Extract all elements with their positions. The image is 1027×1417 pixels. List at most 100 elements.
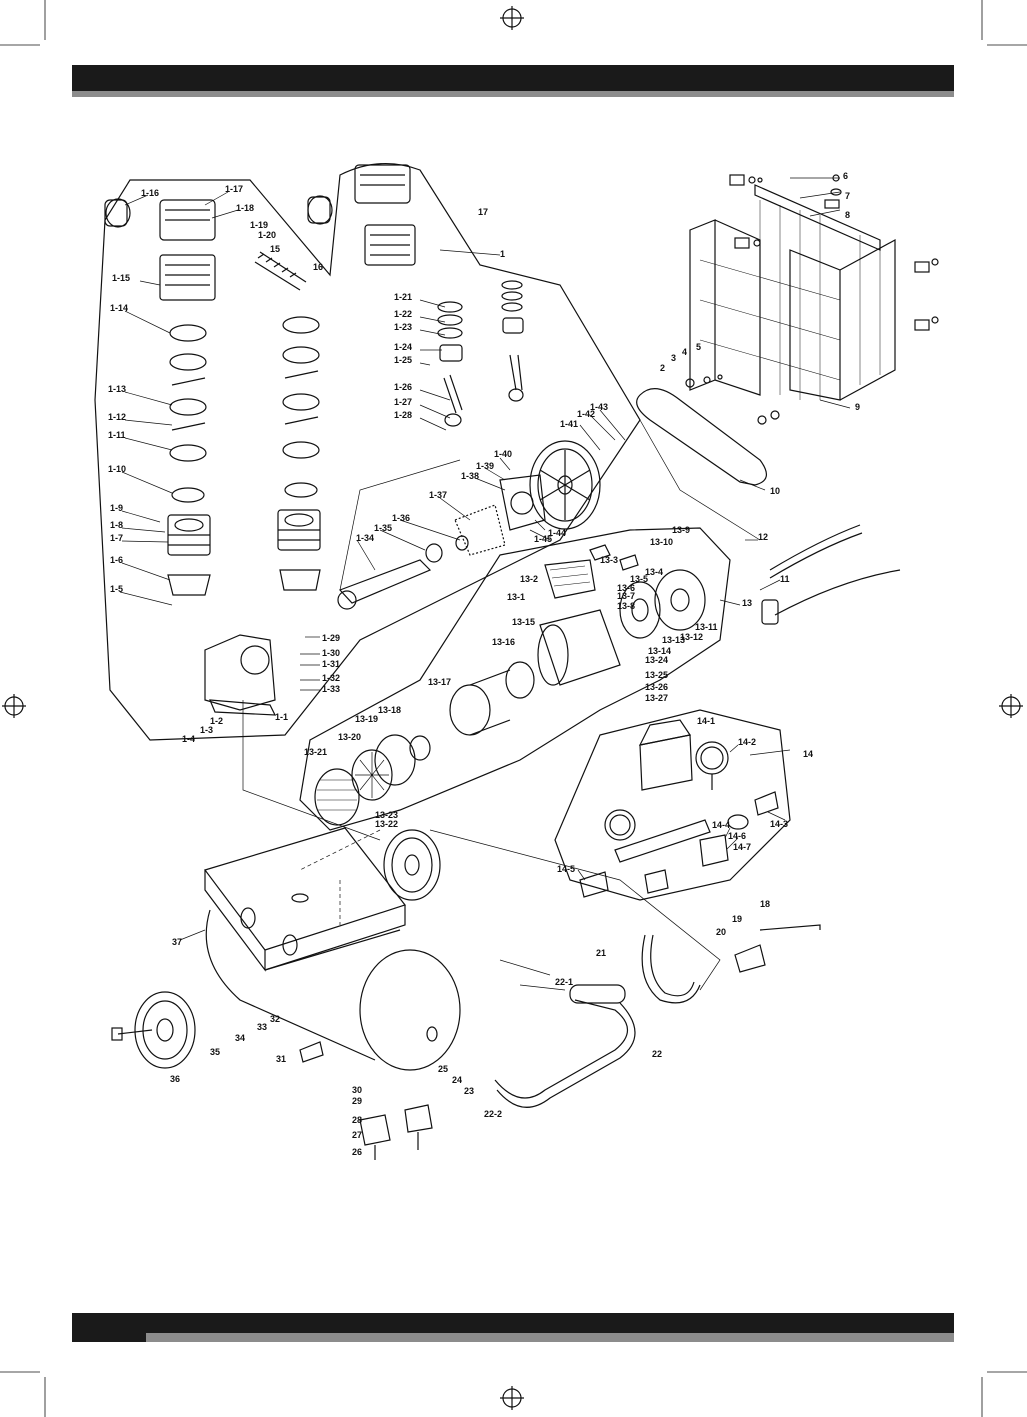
- callout-1-31: 1-31: [322, 659, 340, 669]
- registration-mark-top: [500, 6, 524, 30]
- callout-15: 15: [270, 244, 280, 254]
- callout-36: 36: [170, 1074, 180, 1084]
- callout-13-8: 13-8: [617, 601, 635, 611]
- callout-26: 26: [352, 1147, 362, 1157]
- handle: [494, 984, 636, 1108]
- crankcase: [204, 634, 276, 716]
- pressure-switch: [638, 719, 693, 791]
- callout-13-13: 13-13: [662, 635, 685, 645]
- callout-13-1: 13-1: [507, 592, 525, 602]
- callout-1-32: 1-32: [322, 673, 340, 683]
- callout-1-18: 1-18: [236, 203, 254, 213]
- callout-1-13: 1-13: [108, 384, 126, 394]
- callout-1-36: 1-36: [392, 513, 410, 523]
- callout-22-2: 22-2: [484, 1109, 502, 1119]
- header-bar-shadow: [72, 91, 954, 97]
- callout-13-22: 13-22: [375, 819, 398, 829]
- callout-1-14: 1-14: [110, 303, 128, 313]
- motor-stator: [537, 609, 621, 686]
- callout-20: 20: [716, 927, 726, 937]
- motor-fan: [351, 749, 393, 801]
- callout-14-3: 14-3: [770, 819, 788, 829]
- callout-13-21: 13-21: [304, 747, 327, 757]
- callout-14-5: 14-5: [557, 864, 575, 874]
- motor-group-outline: [299, 527, 731, 831]
- callout-13-23: 13-23: [375, 810, 398, 820]
- callout-30: 30: [352, 1085, 362, 1095]
- axle-bolt: [111, 1027, 153, 1041]
- feet: [359, 1104, 433, 1160]
- callout-13-27: 13-27: [645, 693, 668, 703]
- callout-10: 10: [770, 486, 780, 496]
- callout-1-26: 1-26: [394, 382, 412, 392]
- callout-28: 28: [352, 1115, 362, 1125]
- wheel-left: [134, 991, 196, 1069]
- callout-1-23: 1-23: [394, 322, 412, 332]
- callout-1-38: 1-38: [461, 471, 479, 481]
- callout-13-10: 13-10: [650, 537, 673, 547]
- callout-1-15: 1-15: [112, 273, 130, 283]
- tank-platform: [204, 827, 407, 972]
- callout-1-29: 1-29: [322, 633, 340, 643]
- manifold: [614, 814, 749, 867]
- callout-1-5: 1-5: [110, 584, 123, 594]
- callout-1-24: 1-24: [394, 342, 412, 352]
- registration-mark-right: [999, 694, 1023, 718]
- callout-14-4: 14-4: [712, 820, 730, 830]
- callout-1-33: 1-33: [322, 684, 340, 694]
- callout-14-6: 14-6: [728, 831, 746, 841]
- motor-end-cover: [374, 734, 431, 786]
- cylinder-left: [167, 514, 211, 596]
- callout-1-19: 1-19: [250, 220, 268, 230]
- callout-1-43: 1-43: [590, 402, 608, 412]
- valve-plates-right: [282, 316, 320, 498]
- callout-32: 32: [270, 1014, 280, 1024]
- callout-33: 33: [257, 1022, 267, 1032]
- callout-14-7: 14-7: [733, 842, 751, 852]
- callout-1-45: 1-45: [534, 534, 552, 544]
- outlet-hose: [641, 934, 701, 1004]
- callout-1-39: 1-39: [476, 461, 494, 471]
- callout-13-20: 13-20: [338, 732, 361, 742]
- registration-mark-bottom: [500, 1386, 524, 1410]
- callout-1-8: 1-8: [110, 520, 123, 530]
- callout-13-3: 13-3: [600, 555, 618, 565]
- drive-belt: [636, 388, 767, 486]
- capacitors: [589, 544, 639, 571]
- pressure-group-outline: [554, 709, 791, 901]
- callout-13-14: 13-14: [648, 646, 671, 656]
- callout-24: 24: [452, 1075, 462, 1085]
- callout-18: 18: [760, 899, 770, 909]
- footer-bar: [72, 1313, 954, 1333]
- cylinder-head-left: [159, 199, 216, 301]
- callout-23: 23: [464, 1086, 474, 1096]
- callout-12: 12: [758, 532, 768, 542]
- callout-9: 9: [855, 402, 860, 412]
- callout-1-28: 1-28: [394, 410, 412, 420]
- piston-set-1: [437, 301, 463, 427]
- motor-pulley: [619, 569, 706, 639]
- callout-1-6: 1-6: [110, 555, 123, 565]
- footer-bar-tab: [72, 1333, 146, 1342]
- callout-13-9: 13-9: [672, 525, 690, 535]
- callout-22: 22: [652, 1049, 662, 1059]
- callout-34: 34: [235, 1033, 245, 1043]
- pressure-gauge-main: [695, 741, 729, 790]
- callout-1-4: 1-4: [182, 734, 195, 744]
- callout-11: 11: [780, 574, 790, 584]
- fan-cover: [314, 768, 360, 826]
- guard-fasteners: [685, 174, 939, 425]
- callout-2: 2: [660, 363, 665, 373]
- quick-couplers: [579, 791, 779, 898]
- callout-16: 16: [313, 262, 323, 272]
- cylinder-right: [277, 509, 321, 591]
- wheel-right: [383, 829, 441, 901]
- callout-8: 8: [845, 210, 850, 220]
- drain-valve: [299, 1041, 324, 1063]
- header-bar: [72, 65, 954, 91]
- callout-7: 7: [845, 191, 850, 201]
- callout-31: 31: [276, 1054, 286, 1064]
